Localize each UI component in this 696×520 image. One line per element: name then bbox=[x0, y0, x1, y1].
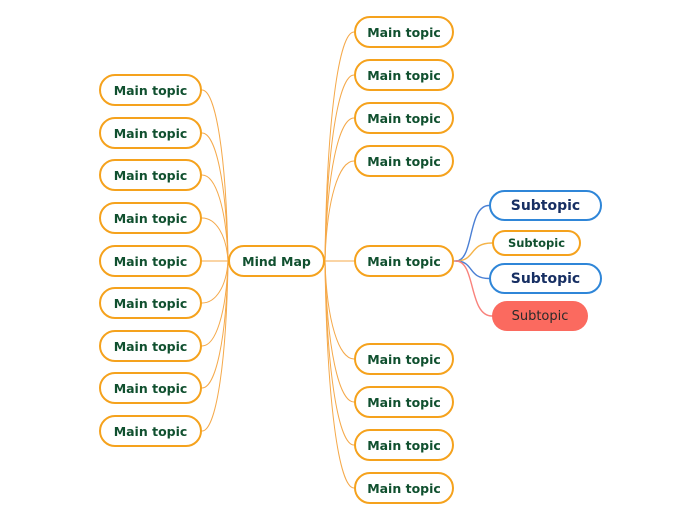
main-topic-node-left-5[interactable]: Main topic bbox=[99, 245, 202, 277]
main-topic-node-left-6[interactable]: Main topic bbox=[99, 287, 202, 319]
connector-edge bbox=[324, 31, 355, 262]
connector-edge bbox=[324, 260, 355, 403]
connector-edge bbox=[201, 89, 229, 262]
connector-edge bbox=[201, 174, 229, 262]
main-topic-node-right-bottom-4[interactable]: Main topic bbox=[354, 472, 454, 504]
main-topic-node-right-top-2[interactable]: Main topic bbox=[354, 59, 454, 91]
connector-edge bbox=[324, 260, 355, 446]
connector-edge bbox=[324, 117, 355, 262]
connector-edge bbox=[455, 242, 493, 262]
main-topic-node-right-bottom-1[interactable]: Main topic bbox=[354, 343, 454, 375]
main-topic-node-left-2[interactable]: Main topic bbox=[99, 117, 202, 149]
subtopic-node-1[interactable]: Subtopic bbox=[489, 190, 602, 221]
main-topic-node-left-4[interactable]: Main topic bbox=[99, 202, 202, 234]
main-topic-node-right-bottom-2[interactable]: Main topic bbox=[354, 386, 454, 418]
root-node-mind-map[interactable]: Mind Map bbox=[228, 245, 325, 277]
connector-edge bbox=[324, 260, 355, 360]
main-topic-node-right-bottom-3[interactable]: Main topic bbox=[354, 429, 454, 461]
connector-edge bbox=[201, 260, 229, 432]
connector-edge bbox=[455, 260, 490, 280]
connector-edge bbox=[455, 260, 493, 317]
main-topic-node-right-middle-1[interactable]: Main topic bbox=[354, 245, 454, 277]
main-topic-node-right-top-3[interactable]: Main topic bbox=[354, 102, 454, 134]
connector-edge bbox=[201, 260, 229, 304]
main-topic-node-left-1[interactable]: Main topic bbox=[99, 74, 202, 106]
main-topic-node-right-top-4[interactable]: Main topic bbox=[354, 145, 454, 177]
main-topic-node-left-8[interactable]: Main topic bbox=[99, 372, 202, 404]
connector-edge bbox=[324, 160, 355, 262]
main-topic-node-left-9[interactable]: Main topic bbox=[99, 415, 202, 447]
connector-edge bbox=[324, 260, 355, 489]
main-topic-node-left-7[interactable]: Main topic bbox=[99, 330, 202, 362]
subtopic-node-4[interactable]: Subtopic bbox=[492, 301, 588, 331]
subtopic-node-2[interactable]: Subtopic bbox=[492, 230, 581, 256]
main-topic-node-left-3[interactable]: Main topic bbox=[99, 159, 202, 191]
main-topic-node-right-top-1[interactable]: Main topic bbox=[354, 16, 454, 48]
connector-edge bbox=[455, 204, 490, 262]
subtopic-node-3[interactable]: Subtopic bbox=[489, 263, 602, 294]
connector-edge bbox=[201, 260, 229, 347]
connector-edge bbox=[201, 132, 229, 262]
connector-edge bbox=[201, 217, 229, 262]
connector-edge bbox=[324, 74, 355, 262]
connector-edge bbox=[201, 260, 229, 389]
